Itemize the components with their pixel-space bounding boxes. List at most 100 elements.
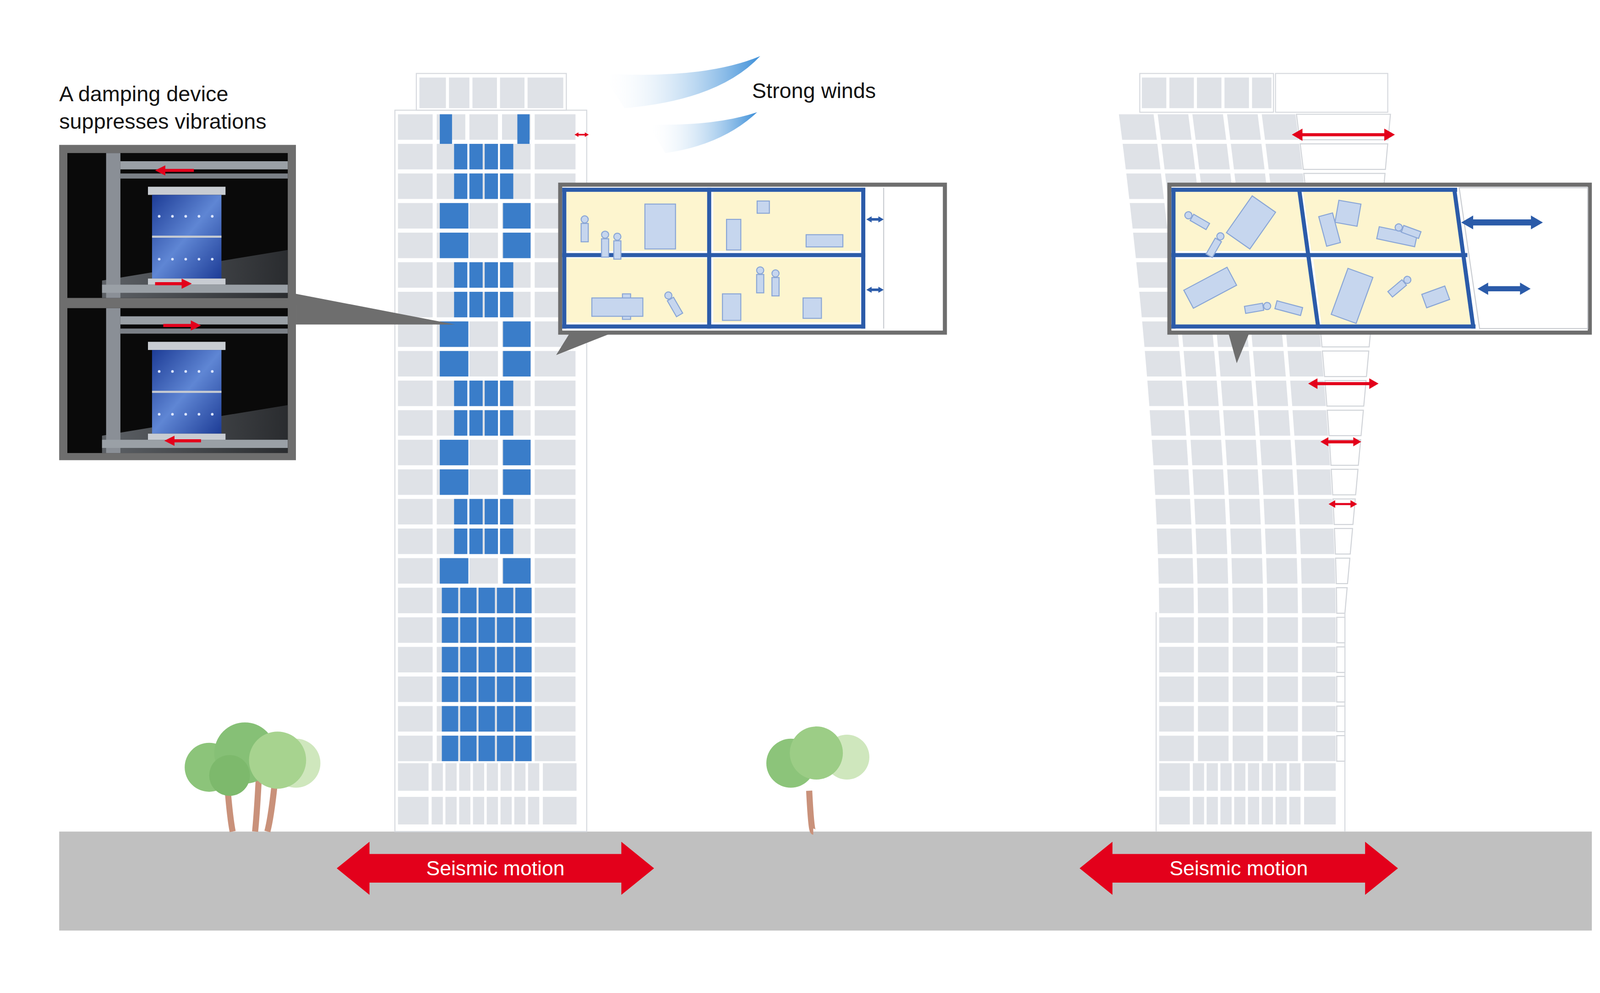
window-cell bbox=[1304, 797, 1336, 825]
window-cell bbox=[1197, 676, 1229, 703]
inset-frame bbox=[558, 182, 948, 335]
window-cell bbox=[1194, 498, 1227, 525]
window-cell bbox=[1304, 763, 1336, 791]
damper-cell bbox=[469, 173, 483, 200]
window-cell bbox=[1232, 646, 1264, 673]
ghost-cell bbox=[1336, 706, 1345, 732]
building-edge bbox=[1344, 612, 1346, 832]
window-cell bbox=[1257, 410, 1291, 437]
damper-cell bbox=[502, 439, 531, 466]
window-cell bbox=[1232, 676, 1264, 703]
person-head bbox=[1262, 301, 1272, 311]
damper-cell bbox=[439, 558, 469, 585]
arrow-label: Seismic motion bbox=[425, 856, 565, 880]
arrow-head bbox=[1350, 500, 1357, 508]
person-figure bbox=[581, 215, 589, 242]
bolt bbox=[210, 413, 214, 416]
damper-cell bbox=[500, 173, 514, 200]
window-cell bbox=[1192, 763, 1205, 791]
window-cell bbox=[1144, 350, 1182, 377]
ghost-wall bbox=[883, 187, 885, 329]
window-cell bbox=[534, 617, 576, 644]
steel-column bbox=[106, 308, 121, 454]
damper-cell bbox=[478, 617, 496, 644]
shaking-room-inset bbox=[1167, 182, 1592, 364]
window-cell bbox=[398, 498, 433, 525]
arrow-head bbox=[1519, 282, 1531, 295]
window-cell bbox=[398, 797, 429, 825]
bolt bbox=[197, 413, 201, 416]
window-cell bbox=[458, 797, 471, 825]
window-cell bbox=[1232, 735, 1264, 762]
damper-cell bbox=[460, 676, 477, 703]
window-cell bbox=[1275, 763, 1288, 791]
damper-block bbox=[152, 349, 222, 434]
window-cell bbox=[500, 763, 513, 791]
window-cell bbox=[1261, 797, 1274, 825]
damper-cell bbox=[460, 706, 477, 732]
window-cell bbox=[473, 797, 485, 825]
inset-bg bbox=[562, 186, 943, 331]
window-cell bbox=[1301, 587, 1336, 614]
tree-trunk bbox=[809, 790, 814, 832]
furniture bbox=[591, 297, 643, 317]
motion-arrow bbox=[164, 169, 195, 173]
window-cell bbox=[469, 173, 498, 200]
window-cell bbox=[502, 469, 531, 496]
window-cell bbox=[1122, 143, 1161, 170]
window-cell bbox=[1261, 114, 1300, 141]
window-cell bbox=[1232, 706, 1264, 732]
window-cell bbox=[1129, 202, 1168, 229]
person-body bbox=[756, 274, 765, 293]
window-cell bbox=[534, 706, 576, 732]
wall bbox=[1171, 187, 1176, 329]
person-figure bbox=[1244, 301, 1272, 314]
damper-cell bbox=[453, 380, 468, 407]
bolt bbox=[158, 370, 161, 373]
person-body bbox=[581, 223, 589, 242]
window-cell bbox=[528, 763, 540, 791]
window-cell bbox=[1302, 676, 1337, 703]
window-cell bbox=[1155, 498, 1191, 525]
window-cell bbox=[1265, 143, 1303, 170]
window-cell bbox=[1252, 350, 1286, 377]
calm-room-inset bbox=[556, 182, 947, 355]
damper-cell bbox=[484, 173, 498, 200]
furniture bbox=[1226, 196, 1276, 250]
window-cell bbox=[1261, 763, 1274, 791]
window-cell bbox=[472, 77, 497, 109]
arrow-head bbox=[1384, 128, 1395, 142]
window-cell bbox=[1196, 77, 1222, 109]
furniture bbox=[1334, 200, 1361, 227]
bolt bbox=[171, 370, 175, 373]
window-cell bbox=[1255, 380, 1289, 407]
inset-frame bbox=[59, 144, 296, 460]
window-cell bbox=[1196, 558, 1229, 585]
seismic-arrow: Seismic motion bbox=[336, 841, 655, 896]
window-cell bbox=[1133, 232, 1171, 259]
arrow-head bbox=[155, 165, 166, 176]
ghost-cell bbox=[1326, 410, 1364, 437]
window-cell bbox=[514, 763, 526, 791]
damper-cell bbox=[469, 410, 483, 437]
room bbox=[1313, 259, 1471, 325]
window-cell bbox=[1289, 763, 1301, 791]
damper-cell bbox=[484, 262, 498, 289]
damper-cell bbox=[453, 498, 468, 525]
window-cell bbox=[1227, 469, 1260, 496]
inset-bg bbox=[1171, 186, 1588, 331]
window-cell bbox=[398, 617, 433, 644]
arrow-head bbox=[164, 435, 175, 446]
window-cell bbox=[1220, 380, 1254, 407]
person-head bbox=[601, 231, 609, 239]
insets bbox=[59, 144, 1592, 460]
ghost-cell bbox=[1336, 617, 1345, 644]
damper-cell bbox=[500, 262, 514, 289]
window-cell bbox=[398, 469, 433, 496]
window-cell bbox=[1225, 439, 1258, 466]
window-cell bbox=[1302, 706, 1337, 732]
ghost-cell bbox=[1334, 528, 1353, 555]
window-cell bbox=[1152, 439, 1189, 466]
